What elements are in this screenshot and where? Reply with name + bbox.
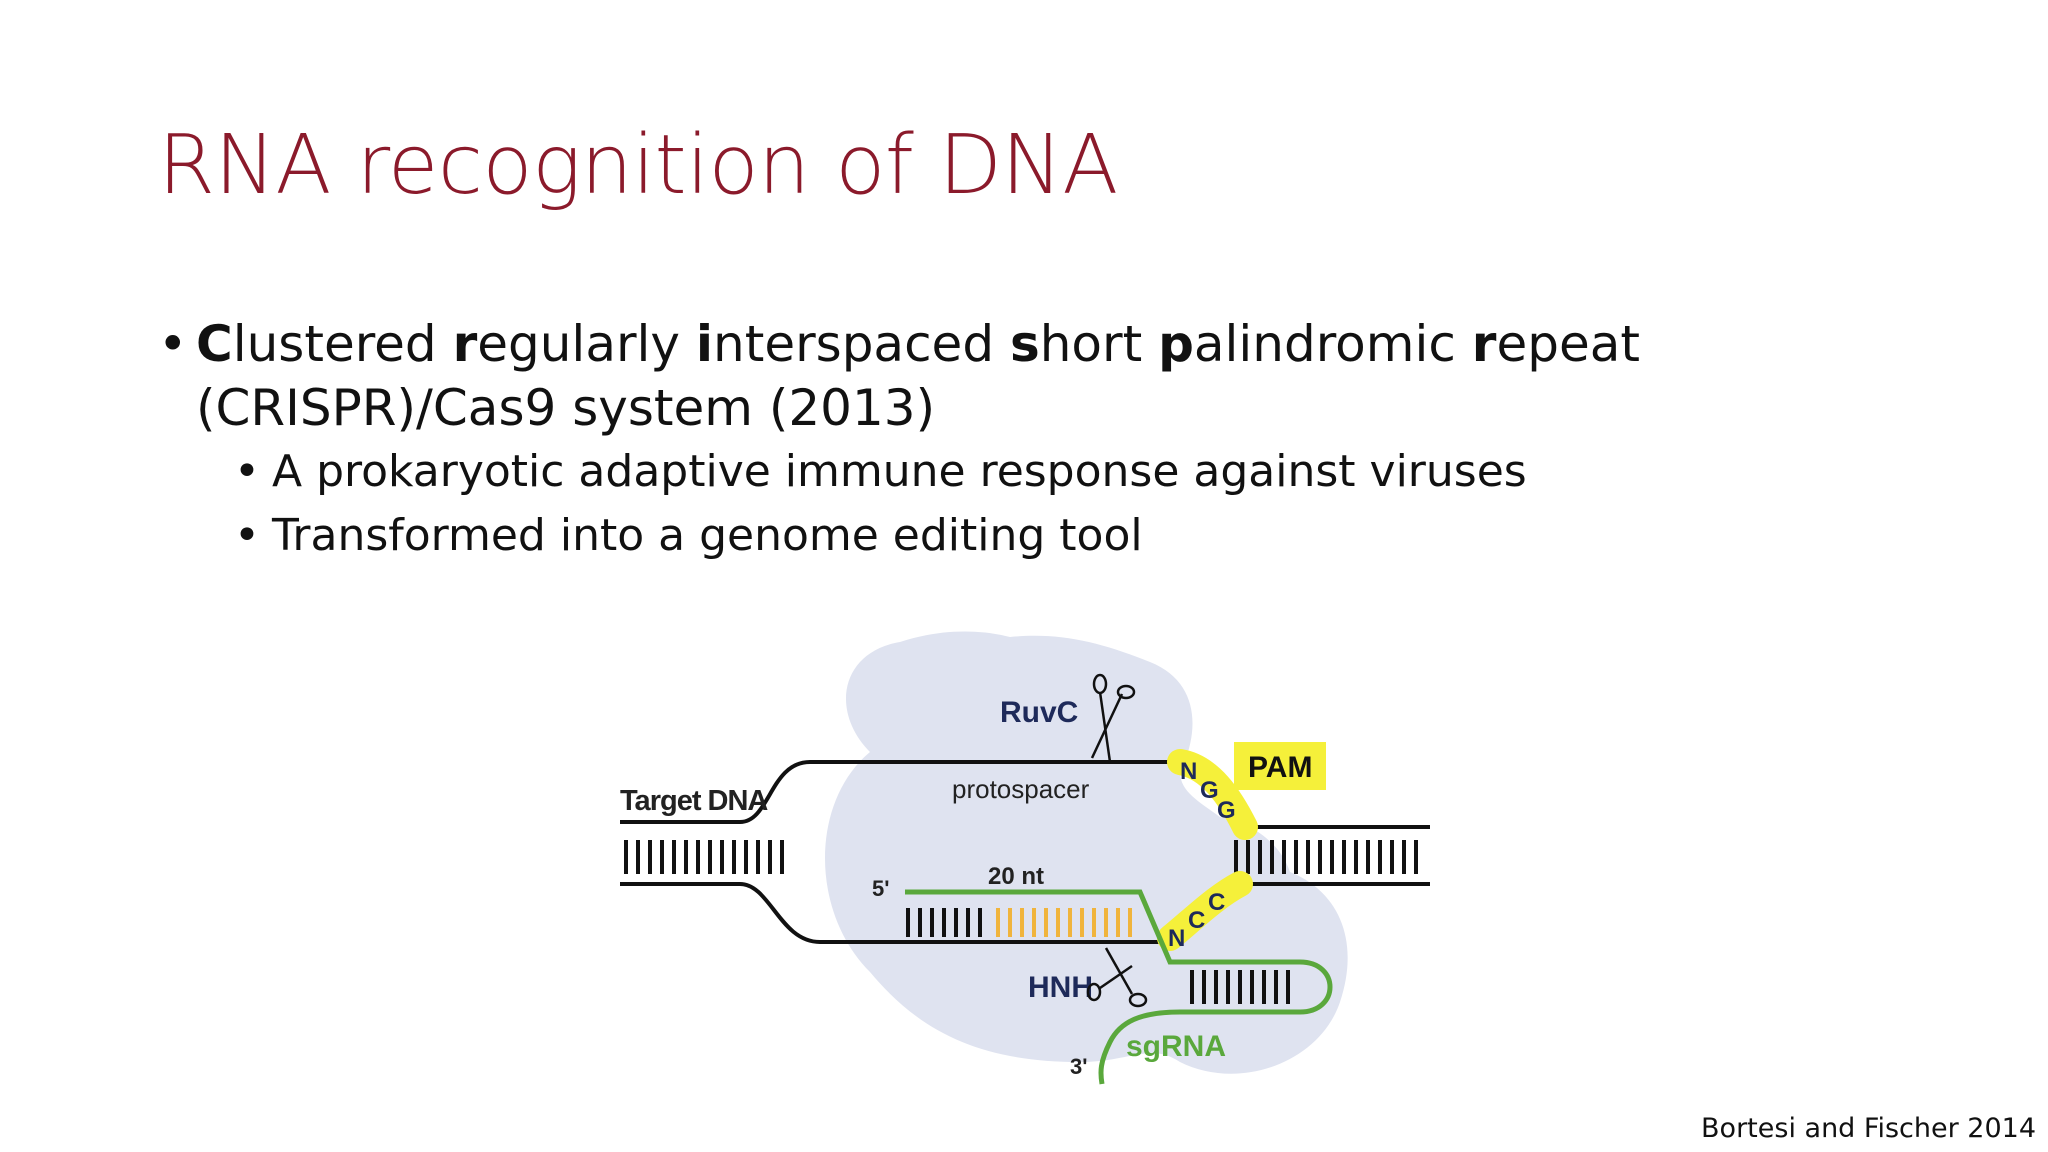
- dna-top-strand: [620, 760, 1430, 829]
- pam-ncc-highlight: [1157, 871, 1253, 951]
- ngg-base-g1: G: [1200, 777, 1219, 804]
- bullet-list: • Clustered regularly interspaced short …: [158, 312, 1696, 568]
- bullet-dot: •: [234, 510, 260, 561]
- sub-bullet-tool: • Transformed into a genome editing tool: [158, 504, 1696, 568]
- sgrna-strand: [905, 889, 1333, 1085]
- ruvc-scissors-icon: [1090, 673, 1136, 763]
- ruvc-label: RuvC: [1000, 696, 1078, 729]
- citation: Bortesi and Fischer 2014: [1701, 1113, 2036, 1144]
- ngg-base-g2: G: [1217, 797, 1236, 824]
- ngg-base-n: N: [1180, 758, 1197, 785]
- target-dna-label: Target DNA: [620, 785, 768, 817]
- ncc-base-c1: C: [1188, 907, 1205, 934]
- crispr-cas9-diagram: RuvC protospacer N G G PAM Target DNA: [540, 622, 1540, 1102]
- pam-label: PAM: [1248, 751, 1312, 784]
- protospacer-label: protospacer: [952, 774, 1090, 804]
- cas9-protein-blob: [825, 631, 1348, 1074]
- bullet-dot: •: [158, 315, 188, 373]
- pam-box: [1234, 742, 1326, 790]
- hnh-scissors-icon: [1086, 947, 1148, 1008]
- crispr-system-line: (CRISPR)/Cas9 system (2013): [196, 379, 936, 437]
- dna-bottom-strand: [620, 882, 1430, 944]
- five-prime-label: 5': [872, 876, 889, 901]
- sub-bullet-text: Transformed into a genome editing tool: [272, 510, 1143, 561]
- sgrna-label: sgRNA: [1126, 1030, 1226, 1063]
- guide-pairs-seed: [996, 908, 1132, 937]
- ncc-base-n: N: [1168, 925, 1185, 952]
- right-base-pairs: [1234, 840, 1418, 874]
- slide-title: RNA recognition of DNA: [158, 118, 1118, 213]
- sub-bullet-immune: • A prokaryotic adaptive immune response…: [158, 440, 1696, 504]
- pam-ngg-highlight: [1167, 749, 1258, 840]
- twenty-nt-label: 20 nt: [988, 863, 1044, 890]
- bullet-dot: •: [234, 446, 260, 497]
- bullet-crispr: • Clustered regularly interspaced short …: [158, 312, 1696, 440]
- guide-pairs-black: [906, 908, 982, 937]
- three-prime-label: 3': [1070, 1054, 1087, 1079]
- sub-bullet-text: A prokaryotic adaptive immune response a…: [272, 446, 1527, 497]
- ncc-base-c2: C: [1208, 889, 1225, 916]
- left-base-pairs: [624, 840, 784, 874]
- sgrna-hairpin-pairs: [1190, 970, 1290, 1004]
- hnh-label: HNH: [1028, 971, 1093, 1004]
- crispr-expansion: Clustered regularly interspaced short pa…: [196, 315, 1640, 373]
